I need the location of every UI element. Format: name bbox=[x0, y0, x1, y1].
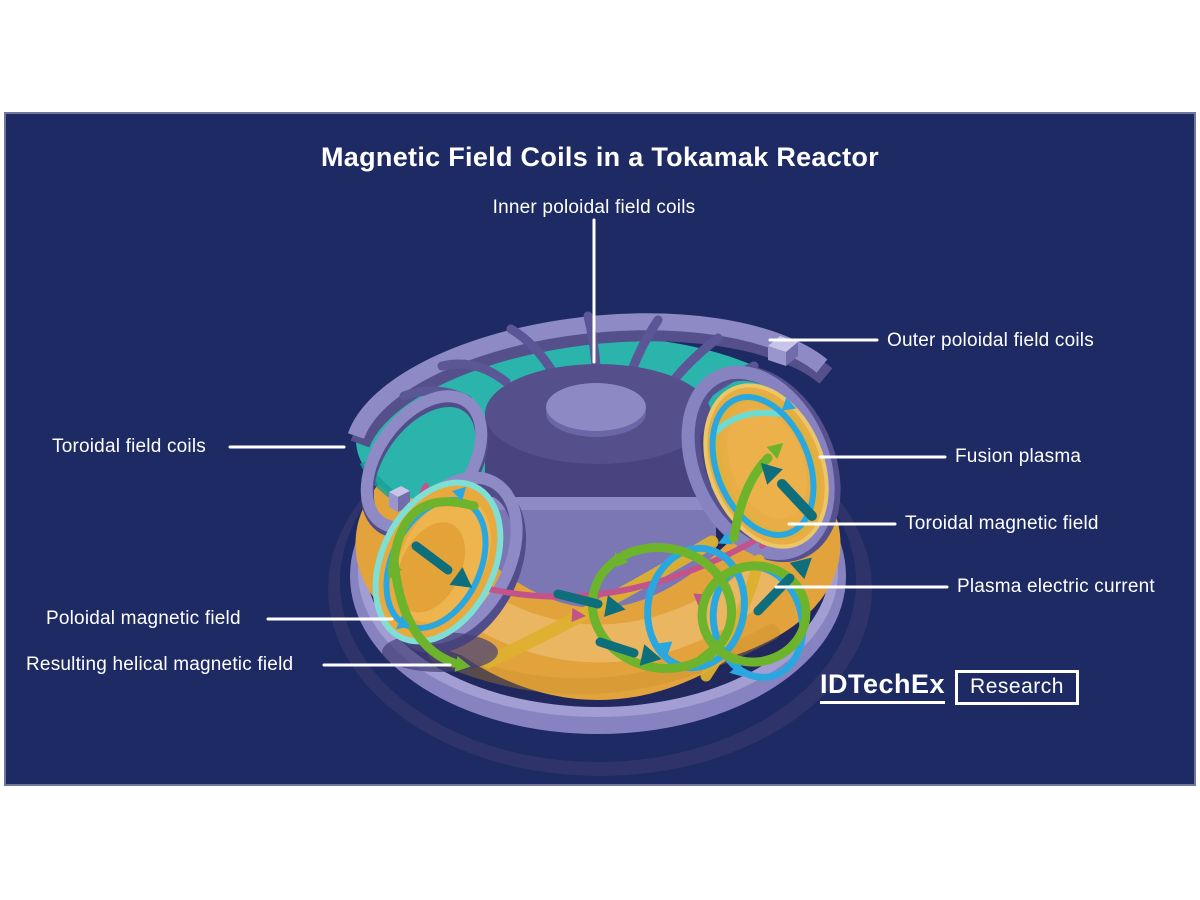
label-inner-poloidal-field-coils: Inner poloidal field coils bbox=[492, 197, 696, 218]
label-fusion-plasma: Fusion plasma bbox=[955, 446, 1082, 467]
label-resulting-helical-magnetic-field: Resulting helical magnetic field bbox=[26, 654, 294, 675]
helical-field-loop-green bbox=[587, 543, 811, 673]
idtechex-logo-brand: IDTechEx bbox=[820, 671, 946, 704]
label-toroidal-field-coils: Toroidal field coils bbox=[52, 436, 206, 457]
label-toroidal-magnetic-field: Toroidal magnetic field bbox=[905, 513, 1099, 534]
page-title: Magnetic Field Coils in a Tokamak Reacto… bbox=[321, 142, 879, 172]
plasma-cross-section-right bbox=[703, 383, 829, 549]
label-poloidal-magnetic-field: Poloidal magnetic field bbox=[46, 608, 241, 629]
leader-lines bbox=[228, 218, 949, 667]
label-outer-poloidal-field-coils: Outer poloidal field coils bbox=[887, 330, 1094, 351]
coil-connector-cube bbox=[768, 336, 798, 366]
plasma-cross-section-left bbox=[372, 479, 504, 672]
toroidal-coil-right bbox=[681, 365, 841, 563]
cyan-arrowheads-front bbox=[657, 641, 744, 677]
plasma-current-arrowheads bbox=[604, 557, 812, 666]
infographic-panel: Magnetic Field Coils in a Tokamak Reacto… bbox=[4, 112, 1196, 786]
label-plasma-electric-current: Plasma electric current bbox=[957, 576, 1155, 597]
green-arrowheads bbox=[612, 552, 714, 662]
idtechex-logo: IDTechEx Research bbox=[820, 670, 1079, 705]
plasma-current-arrows bbox=[553, 573, 795, 658]
tokamak-illustration bbox=[228, 218, 949, 776]
idtechex-logo-research-badge: Research bbox=[955, 670, 1079, 705]
